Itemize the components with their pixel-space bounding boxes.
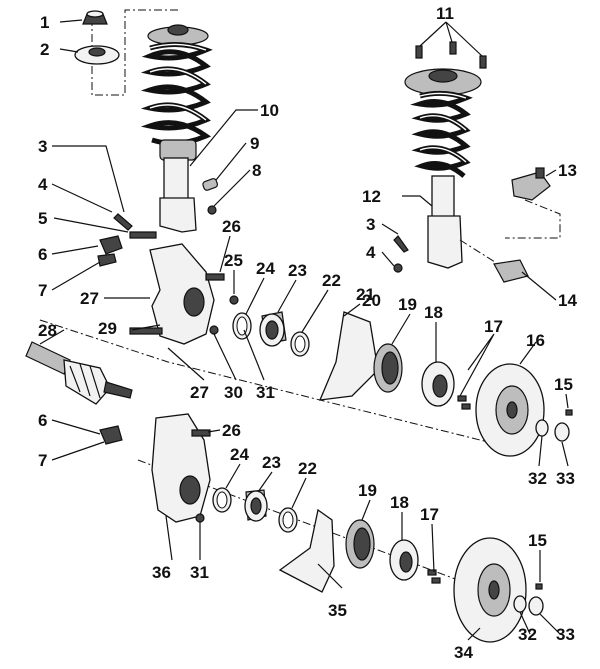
label-35: 35 — [328, 601, 347, 620]
label-18-lower: 18 — [390, 493, 409, 512]
label-27-upper: 27 — [80, 289, 99, 308]
label-32-lower: 32 — [518, 625, 537, 644]
left-strut-assembly — [74, 9, 219, 239]
coil-spring-left — [140, 42, 213, 146]
label-2: 2 — [40, 40, 49, 59]
label-33-upper: 33 — [556, 469, 575, 488]
label-15-upper: 15 — [554, 375, 573, 394]
dust-shield-upper — [318, 311, 379, 401]
label-32-upper: 32 — [528, 469, 547, 488]
label-5: 5 — [38, 209, 47, 228]
label-3-right: 3 — [366, 215, 375, 234]
leader-lines — [39, 19, 569, 641]
label-30: 30 — [224, 383, 243, 402]
label-4-left: 4 — [38, 175, 48, 194]
label-26-lower: 26 — [222, 421, 241, 440]
label-11: 11 — [436, 4, 454, 23]
label-22-upper: 22 — [322, 271, 341, 290]
label-14: 14 — [558, 291, 577, 310]
label-23-upper: 23 — [288, 261, 307, 280]
lower-hub-assembly — [99, 413, 544, 643]
label-13: 13 — [558, 161, 577, 180]
drive-shaft — [25, 341, 133, 405]
label-21: 21 — [356, 285, 375, 304]
label-19-lower: 19 — [358, 481, 377, 500]
dust-shield-lower — [278, 508, 335, 593]
label-31-lower: 31 — [190, 563, 209, 582]
label-4-right: 4 — [366, 243, 376, 262]
label-22-lower: 22 — [298, 459, 317, 478]
label-27-lower: 27 — [190, 383, 209, 402]
label-8: 8 — [252, 161, 261, 180]
label-18-upper: 18 — [424, 303, 443, 322]
callout-labels: 1 2 3 3 4 4 5 6 6 7 7 8 9 10 11 12 13 14… — [38, 4, 577, 662]
label-36: 36 — [152, 563, 171, 582]
coil-spring-right — [410, 90, 473, 178]
label-7-upper: 7 — [38, 281, 47, 300]
upper-hub-assembly — [39, 235, 573, 457]
label-25: 25 — [224, 251, 243, 270]
label-7-lower: 7 — [38, 451, 47, 470]
label-24-upper: 24 — [256, 259, 275, 278]
label-29: 29 — [98, 319, 117, 338]
label-1: 1 — [40, 13, 49, 32]
height-sensor — [511, 171, 551, 201]
steering-knuckle-upper — [149, 243, 215, 345]
label-12: 12 — [362, 187, 381, 206]
label-16: 16 — [526, 331, 545, 350]
label-3-left: 3 — [38, 137, 47, 156]
label-9: 9 — [250, 134, 259, 153]
label-26-upper: 26 — [222, 217, 241, 236]
label-23-lower: 23 — [262, 453, 281, 472]
right-strut-assembly — [393, 21, 561, 283]
label-28: 28 — [38, 321, 57, 340]
label-34: 34 — [454, 643, 473, 662]
label-17-upper: 17 — [484, 317, 503, 336]
label-24-lower: 24 — [230, 445, 249, 464]
label-33-lower: 33 — [556, 625, 575, 644]
label-17-lower: 17 — [420, 505, 439, 524]
label-19-upper: 19 — [398, 295, 417, 314]
strut-body-left — [163, 157, 189, 201]
label-20: 20 — [362, 291, 381, 310]
sensor-bracket — [493, 259, 529, 283]
label-10: 10 — [260, 101, 279, 120]
label-15-lower: 15 — [528, 531, 547, 550]
strut-body-right — [431, 175, 455, 219]
label-6-upper: 6 — [38, 245, 47, 264]
label-6-lower: 6 — [38, 411, 47, 430]
label-31-upper: 31 — [256, 383, 275, 402]
